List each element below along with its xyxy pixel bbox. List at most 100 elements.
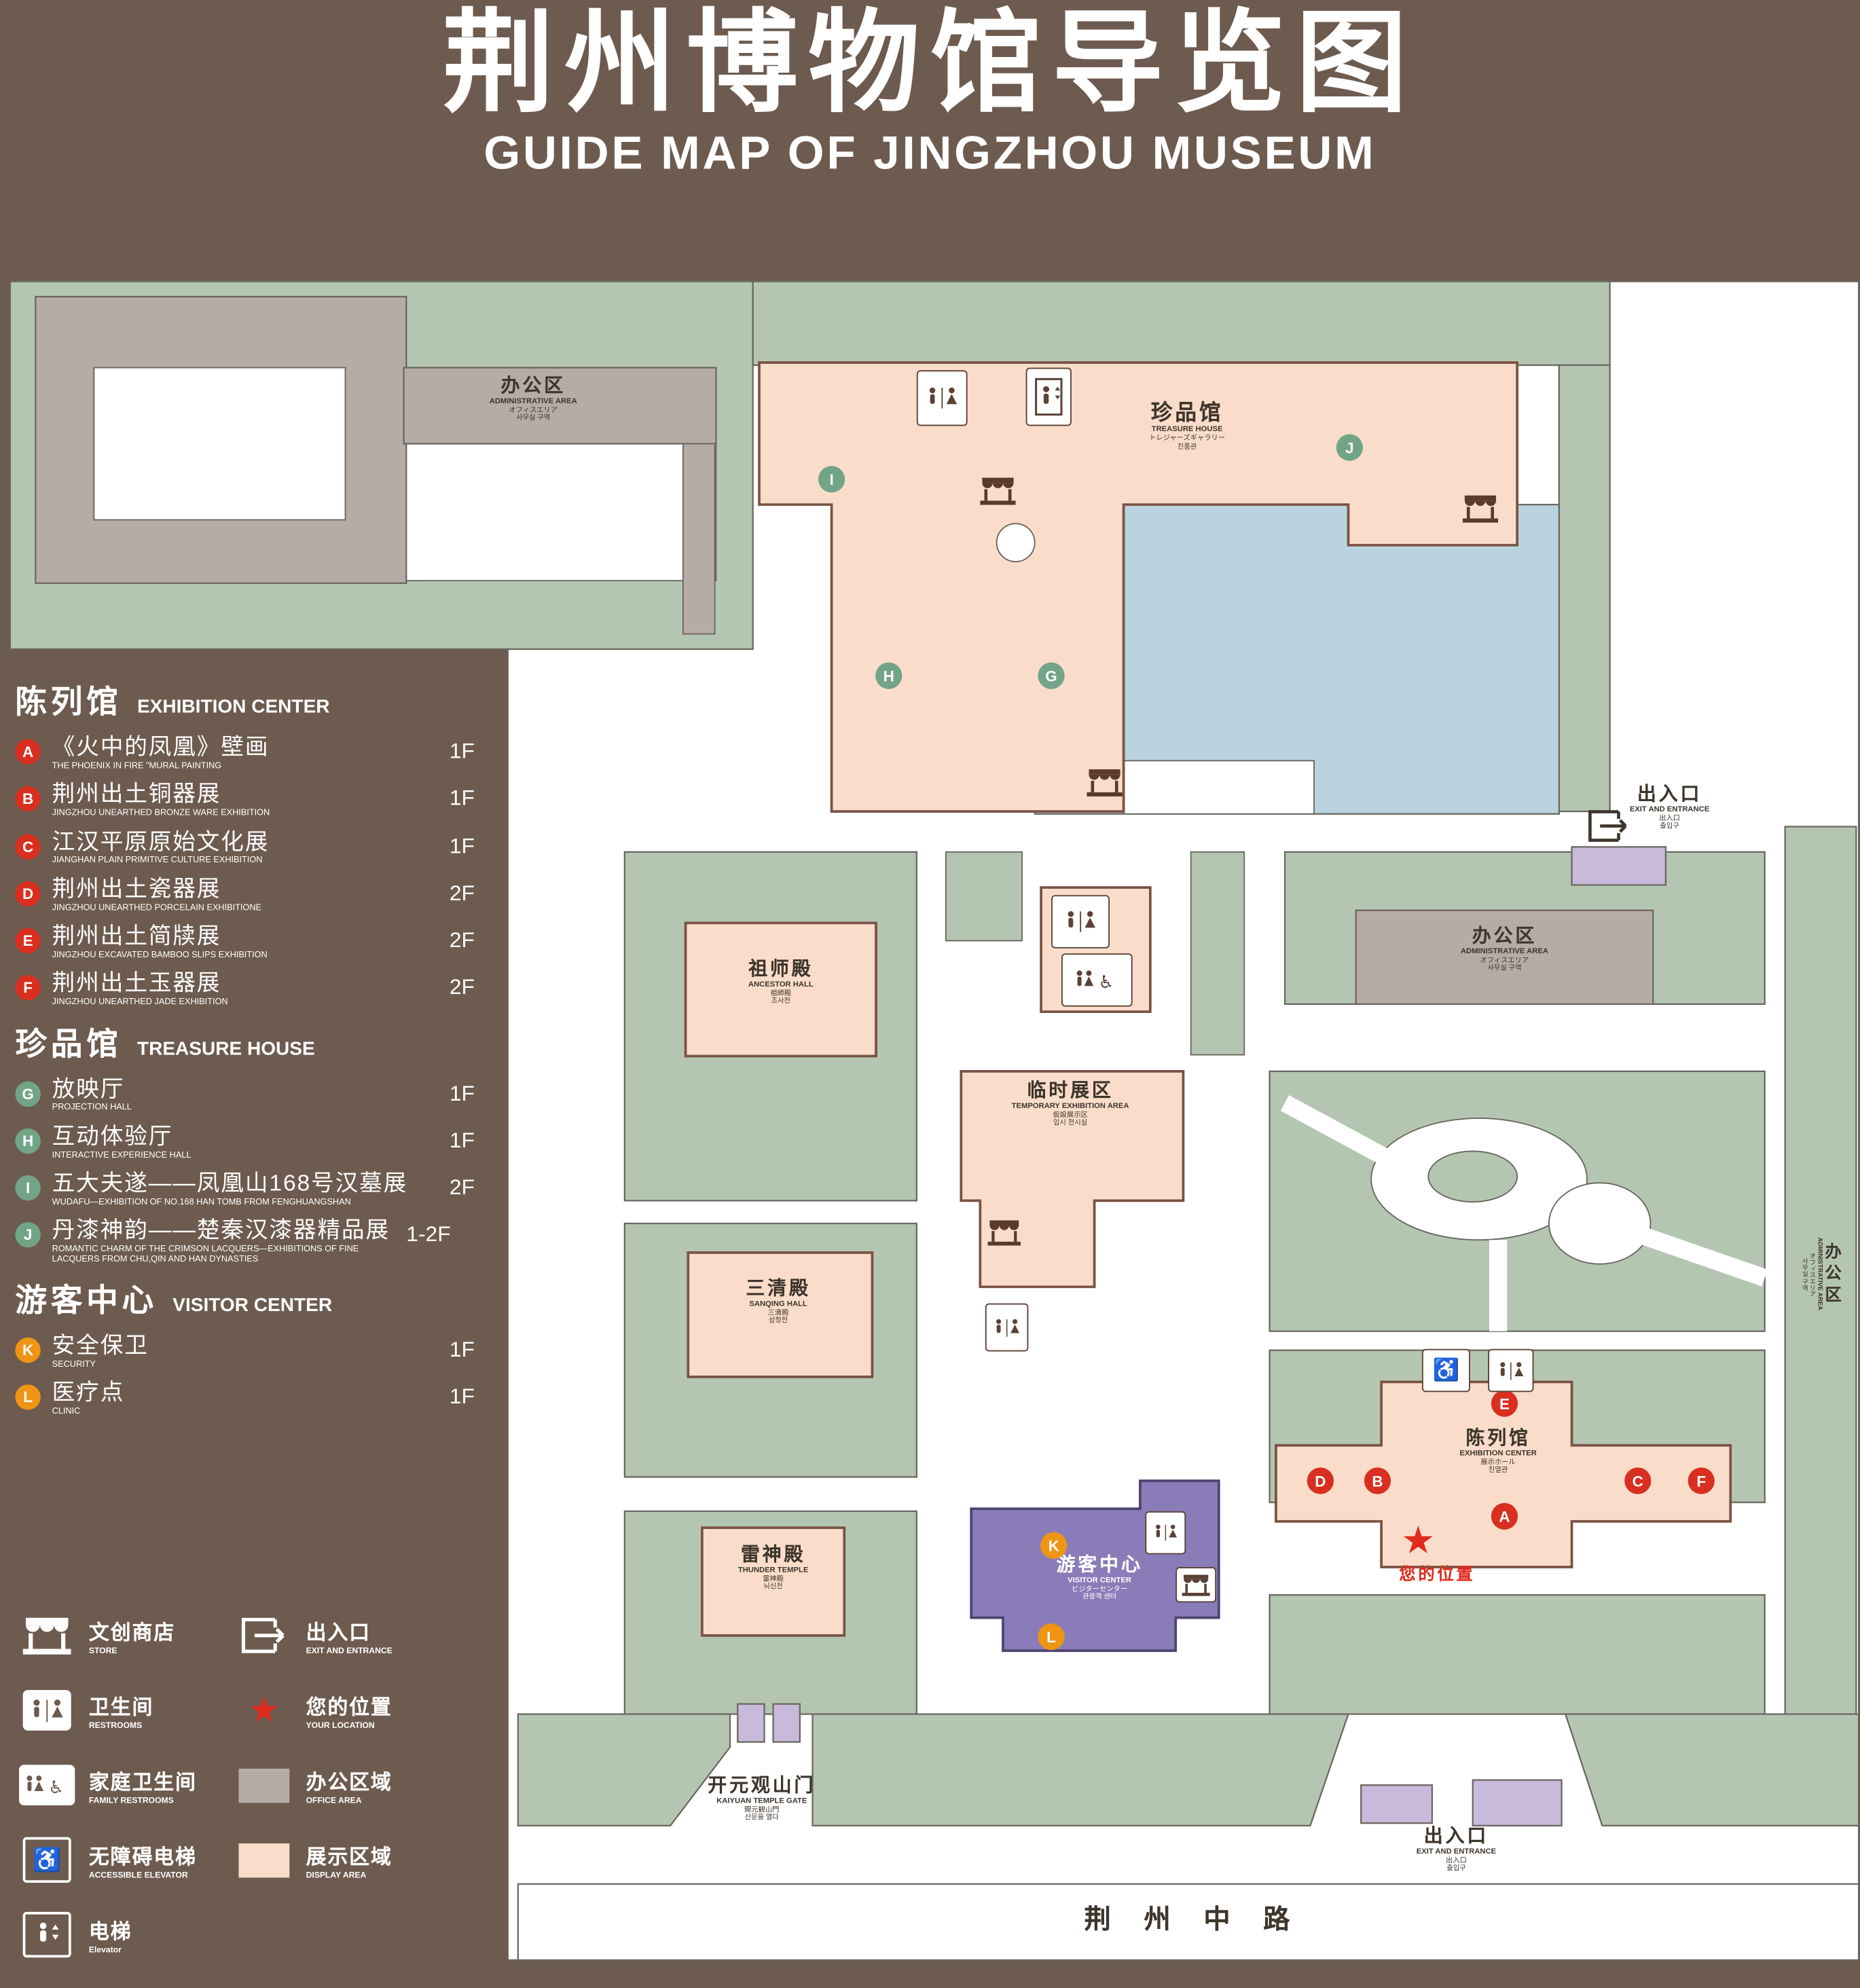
marker-badge-B: B [15,786,41,812]
accessible-elevator-icon: ♿ [18,1837,76,1883]
label-exhibition-center: 陈列馆 EXHIBITION CENTER 展示ホール 진열관 [1459,1428,1536,1475]
label-visitor-center: 游客中心 VISITOR CENTER ビジターセンター 관광객 센터 [1056,1554,1142,1602]
label-jp: オフィスエリア [1808,1251,1817,1297]
symbol-zh: 展示区域 [306,1847,393,1869]
item-en: CLINIC [52,1407,81,1417]
legend-family-restrooms: ♿ 家庭卫生间 FAMILY RESTROOMS [18,1760,231,1811]
thunder-temple-building [701,1526,846,1637]
marker-badge-D: D [15,881,41,906]
label-temporary-exhibition: 临时展区 TEMPORARY EXHIBITION AREA 仮設展示区 임시 … [1012,1080,1129,1128]
section-title-en: TREASURE HOUSE [136,1037,315,1060]
map-marker-J: J [1336,434,1364,461]
water-notch [1123,760,1315,815]
item-en: JIANGHAN PLAIN PRIMITIVE CULTURE EXHIBIT… [52,856,263,866]
store-icon [1087,769,1123,798]
label-zh: 办公区 [1472,925,1537,947]
elevator-icon [1025,367,1072,426]
item-floor: 1F [449,1128,475,1153]
ancestor-hall-building [684,921,877,1058]
label-kr: 사무실 구역 [1487,965,1522,973]
label-kr: 진열관 [1488,1467,1508,1475]
family-restroom-icon: ♿ [18,1765,76,1806]
fountain [996,523,1036,563]
label-zh: 珍品馆 [1150,401,1224,425]
legend-section-exhibition-center: 陈列馆 EXHIBITION CENTER [15,677,503,722]
item-en: JINGZHOU UNEARTHED JADE EXHIBITION [52,997,228,1007]
admin-wing [403,367,717,445]
symbol-zh: 无障碍电梯 [88,1847,197,1869]
label-kr: 산문을 열다 [744,1814,779,1822]
item-floor: 1F [449,1338,475,1362]
store-icon [18,1617,76,1654]
item-floor: 1F [449,1384,475,1410]
item-floor: 1F [449,833,475,858]
item-floor: 1F [449,739,475,764]
garden-path-1 [1280,1095,1395,1168]
label-zh: 祖师殿 [748,958,814,980]
garden-pond-2 [1548,1182,1652,1265]
label-kr: 출입구 [1660,823,1679,831]
item-zh: 江汉平原原始文化展 [52,828,270,854]
accessible-elevator-icon: ♿ [1421,1348,1470,1393]
item-zh: 荆州出土玉器展 [52,970,221,996]
item-floor: 2F [449,881,475,905]
label-kaiyuan-gate: 开元观山门 KAIYUAN TEMPLE GATE 開元観山門 산문을 열다 [708,1775,816,1822]
item-zh: 五大夫遂——凤凰山168号汉墓展 [52,1170,408,1196]
symbol-zh: 您的位置 [306,1697,393,1720]
svg-text:♿: ♿ [48,1777,64,1797]
label-zh: 办公区 [1822,1242,1842,1307]
symbol-en: FAMILY RESTROOMS [88,1796,174,1806]
label-zh: 雷神殿 [740,1544,806,1566]
marker-badge-J: J [15,1222,41,1249]
label-kr: 사무실 구역 [1800,1257,1809,1291]
item-floor: 2F [449,1175,475,1200]
poster-header: 荆州博物馆导览图 GUIDE MAP OF JINGZHOU MUSEUM [0,4,1860,180]
label-jp: 三清殿 [767,1309,789,1317]
item-en: JINGZHOU UNEARTHED BRONZE WARE EXHIBITIO… [52,809,270,818]
symbol-zh: 电梯 [88,1921,132,1944]
symbol-zh: 办公区域 [306,1772,393,1794]
gate-tower-left [737,1703,765,1743]
admin-building-mid [1355,909,1654,1006]
symbol-zh: 家庭卫生间 [88,1772,197,1794]
garden-path-2 [1641,1228,1768,1287]
display-area-swatch [235,1843,293,1877]
exit-icon [235,1617,293,1655]
marker-badge-F: F [15,975,41,1001]
label-en: ADMINISTRATIVE AREA [1460,948,1548,956]
store-icon [980,477,1016,506]
store-icon [987,1219,1021,1246]
restroom-icon [916,370,968,426]
item-zh: 荆州出土简牍展 [52,923,221,949]
symbol-en: STORE [88,1646,117,1656]
label-sanqing-hall: 三清殿 SANQING HALL 三清殿 삼청전 [746,1278,810,1325]
label-your-location: 您的位置 [1399,1564,1475,1584]
map-marker-I: I [818,466,845,493]
symbol-en: OFFICE AREA [306,1796,362,1806]
green-bottom-center [812,1713,1350,1827]
label-en: EXIT AND ENTRANCE [1416,1847,1497,1856]
label-ancestor-hall: 祖师殿 ANCESTOR HALL 祖師殿 조사전 [748,959,814,1006]
label-kr: 조사전 [771,998,790,1006]
green-patch-1 [945,851,1023,942]
green-right-column [1558,364,1611,813]
green-exhibition-lower [1269,1594,1766,1715]
item-floor: 1F [449,786,475,811]
label-zh: 您的位置 [1399,1564,1476,1584]
item-en: WUDAFU—EXHIBITION OF NO.168 HAN TOMB FRO… [52,1198,351,1207]
item-en: ROMANTIC CHARM OF THE CRIMSON LACQUERS—E… [52,1245,359,1264]
item-floor: 2F [449,927,475,953]
label-en: EXIT AND ENTRANCE [1629,806,1710,814]
item-floor: 1F [449,1081,475,1105]
label-en: ADMINISTRATIVE AREA [489,397,577,405]
map-marker-B: B [1364,1467,1391,1494]
map-marker-K: K [1040,1532,1068,1559]
marker-badge-G: G [15,1081,41,1107]
store-icon [1462,494,1499,523]
